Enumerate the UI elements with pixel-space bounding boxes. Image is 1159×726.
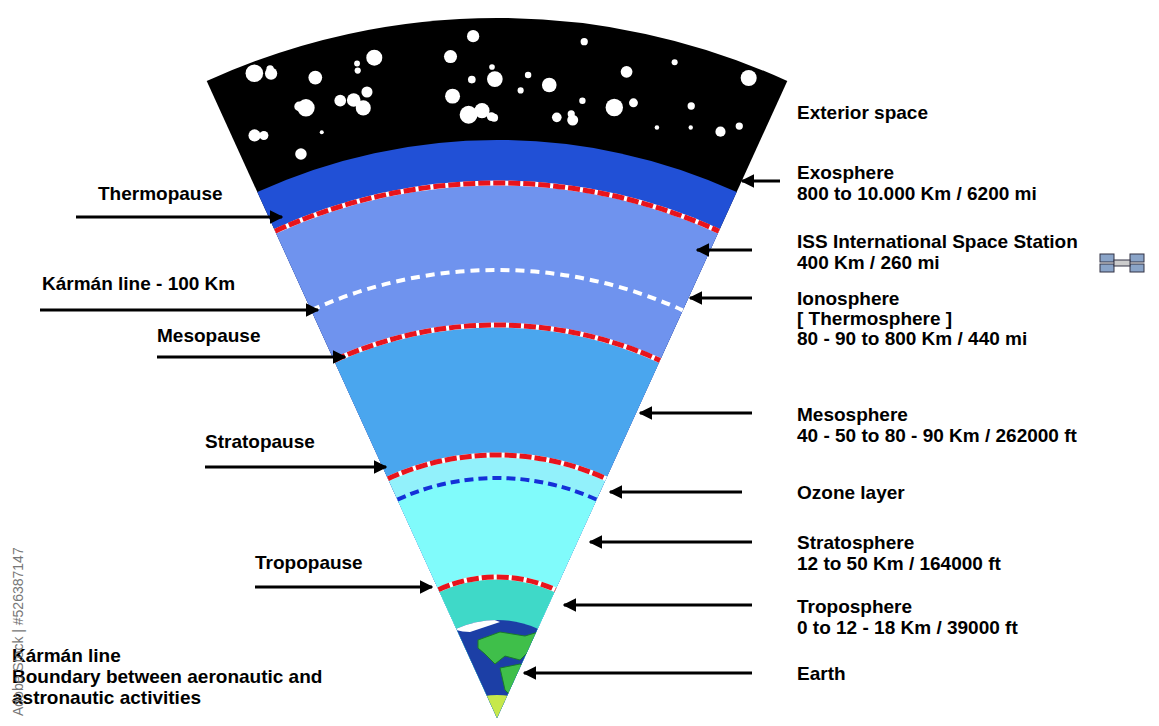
layer-label: Earth <box>797 663 846 684</box>
boundary-label: Tropopause <box>255 552 363 573</box>
leader-arrow <box>524 672 752 675</box>
karman-line <box>311 270 683 310</box>
range-label: 0 to 12 - 18 Km / 39000 ft <box>797 617 1018 638</box>
range-label: 12 to 50 Km / 164000 ft <box>797 553 1001 574</box>
layer-label: Troposphere <box>797 596 912 617</box>
leader-arrow <box>640 412 752 415</box>
leader-arrow <box>40 309 318 312</box>
thermosphere-band <box>275 183 719 718</box>
earth-globe <box>380 600 620 726</box>
watermark: Adobe Stock | #526387147 <box>8 547 29 716</box>
layer-label: Exosphere <box>797 162 894 183</box>
leader-arrow <box>590 541 752 544</box>
leader-arrow <box>690 297 752 300</box>
ozone-line <box>397 478 596 500</box>
stars <box>246 30 757 160</box>
leader-arrow <box>76 216 282 219</box>
layer-label: ISS International Space Station <box>797 231 1078 252</box>
leader-arrow <box>255 586 432 589</box>
leader-arrow <box>205 466 386 469</box>
iss-icon <box>1100 254 1144 272</box>
boundary-line <box>439 577 556 590</box>
layer-label: Ionosphere <box>797 288 899 309</box>
range-label: 800 to 10.000 Km / 6200 mi <box>797 183 1037 204</box>
boundary-line <box>388 455 606 479</box>
boundary-label: Thermopause <box>98 183 223 204</box>
boundary-label: Kármán line - 100 Km <box>42 273 235 294</box>
mesosphere-band <box>334 325 660 718</box>
range-label: 40 - 50 to 80 - 90 Km / 262000 ft <box>797 425 1077 446</box>
layer-label: Mesosphere <box>797 404 908 425</box>
boundary-line <box>275 183 719 231</box>
leader-arrow <box>742 180 780 183</box>
leader-arrow <box>610 491 742 494</box>
exterior-space-band <box>207 18 788 718</box>
leader-arrow <box>564 604 752 607</box>
range-label: 400 Km / 260 mi <box>797 252 940 273</box>
boundary-line <box>334 325 660 360</box>
layer-label: [ Thermosphere ] <box>797 308 952 329</box>
boundary-label: Mesopause <box>157 325 260 346</box>
note-heading: Kármán line <box>12 645 121 666</box>
leader-arrow <box>697 249 752 252</box>
leader-arrow <box>157 356 345 359</box>
note-text: Boundary between aeronautic and astronau… <box>12 666 372 708</box>
region-label: Exterior space <box>797 102 928 123</box>
layer-label: Ozone layer <box>797 482 905 503</box>
boundary-label: Stratopause <box>205 431 315 452</box>
layer-label: Stratosphere <box>797 532 914 553</box>
range-label: 80 - 90 to 800 Km / 440 mi <box>797 328 1027 349</box>
